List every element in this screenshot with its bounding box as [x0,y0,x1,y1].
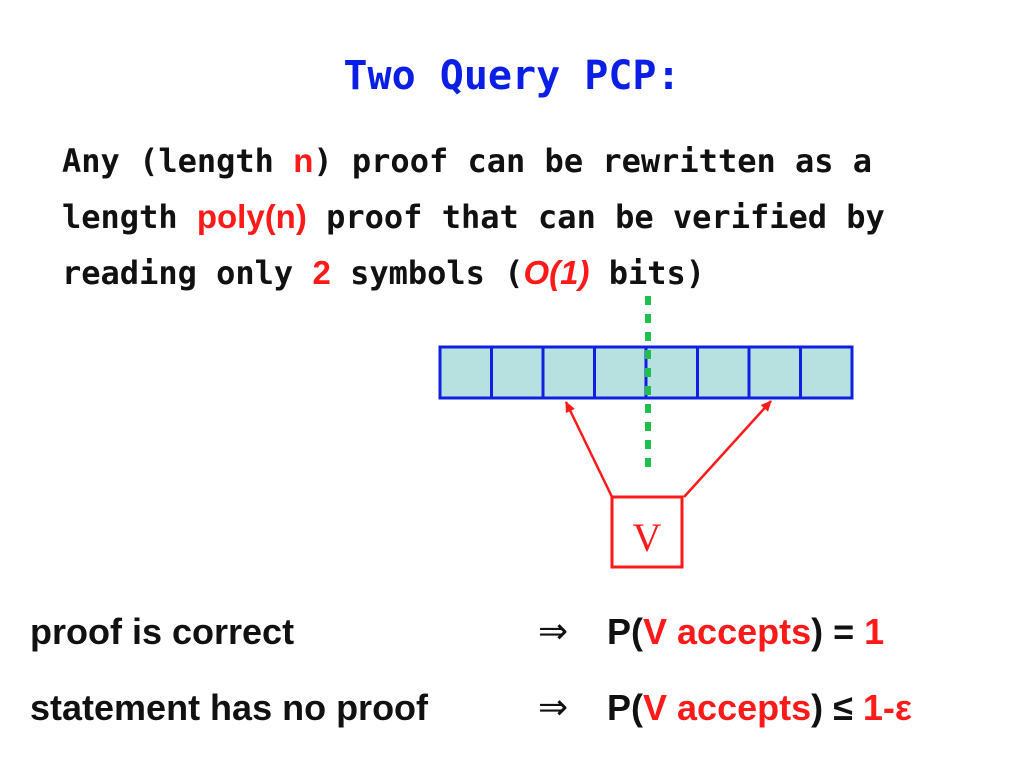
pcp-description: Any (length n) proof can be rewritten as… [62,133,962,301]
desc-text-1: Any (length [62,142,294,180]
proof-cell [747,345,802,400]
statement-no-proof-condition: statement has no proof [30,687,429,728]
slide-title: Two Query PCP: [343,53,681,99]
proof-cell [593,345,648,400]
desc-text-5: bits) [589,254,706,292]
accepts-1: accepts [677,611,812,652]
desc-highlight-o1: O(1) [523,254,590,291]
p-open-1: P( [607,611,643,652]
desc-highlight-two: 2 [312,254,331,291]
value-1: 1 [864,611,885,652]
probability-expr-1: P(V accepts) = 1 [607,610,884,654]
statement-correct-condition: proof is correct [30,611,295,652]
probability-expr-2: P(V accepts) ≤ 1-ε [607,686,912,730]
accepts-2: accepts [677,687,812,728]
arrow-left [564,401,614,498]
implies-arrow-2: ⇒ [538,687,569,728]
proof-cell [438,345,493,400]
desc-text-3: proof that can be verified by reading on… [62,198,885,292]
arrow-right [683,400,772,498]
proof-cell [696,345,751,400]
proof-cell [490,345,545,400]
desc-highlight-poly: poly(n) [196,198,307,235]
desc-text-4: symbols ( [330,254,524,292]
implies-arrow-1: ⇒ [538,611,569,652]
desc-highlight-n: n [293,142,314,179]
relation-1: ) = [811,611,865,652]
desc-text-2: ) proof can be rewritten as a length [62,142,873,236]
relation-2: ) ≤ [811,687,863,728]
v-2: V [643,687,668,728]
proof-cell [644,345,699,400]
proof-cells [438,345,854,400]
proof-cell [541,345,596,400]
value-2: 1-ε [862,687,912,728]
p-open-2: P( [607,687,643,728]
verifier-box [610,495,684,569]
v-1: V [643,611,668,652]
proof-cell [799,345,854,400]
verifier-label: V [633,515,662,560]
